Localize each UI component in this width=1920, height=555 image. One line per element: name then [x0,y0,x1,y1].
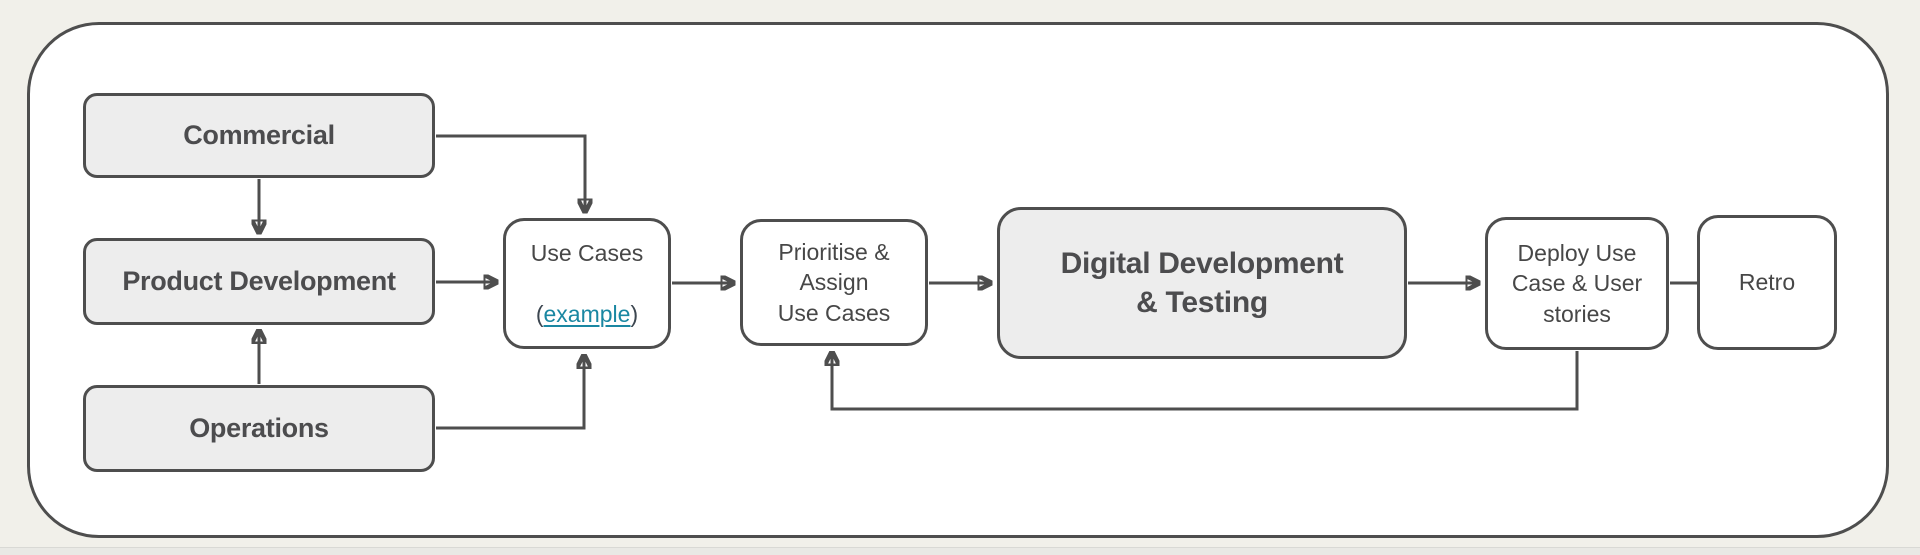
node-product-development-label: Product Development [122,266,396,296]
node-deploy-label: Deploy Use Case & User stories [1511,239,1643,327]
use-cases-example-line: (example) [536,301,638,327]
use-cases-title: Use Cases [530,239,644,266]
node-deploy: Deploy Use Case & User stories [1485,217,1669,350]
node-prioritise: Prioritise & Assign Use Cases [740,219,928,346]
node-prioritise-label: Prioritise & Assign Use Cases [777,238,891,326]
node-use-cases: Use Cases (example) [503,218,671,349]
node-commercial-label: Commercial [183,120,335,150]
node-product-development: Product Development [83,238,435,325]
node-digital-development-label: Digital Development & Testing [1060,247,1344,319]
node-retro: Retro [1697,215,1837,350]
node-operations-label: Operations [189,413,329,443]
example-link[interactable]: example [543,300,631,327]
window-bottom-edge [0,547,1920,555]
node-retro-label: Retro [1738,269,1796,296]
node-commercial: Commercial [83,93,435,178]
node-operations: Operations [83,385,435,472]
node-digital-development: Digital Development & Testing [997,207,1407,359]
node-use-cases-label: Use Cases (example) [531,208,643,360]
paren-close: ) [630,300,639,327]
paren-open: ( [535,300,544,327]
